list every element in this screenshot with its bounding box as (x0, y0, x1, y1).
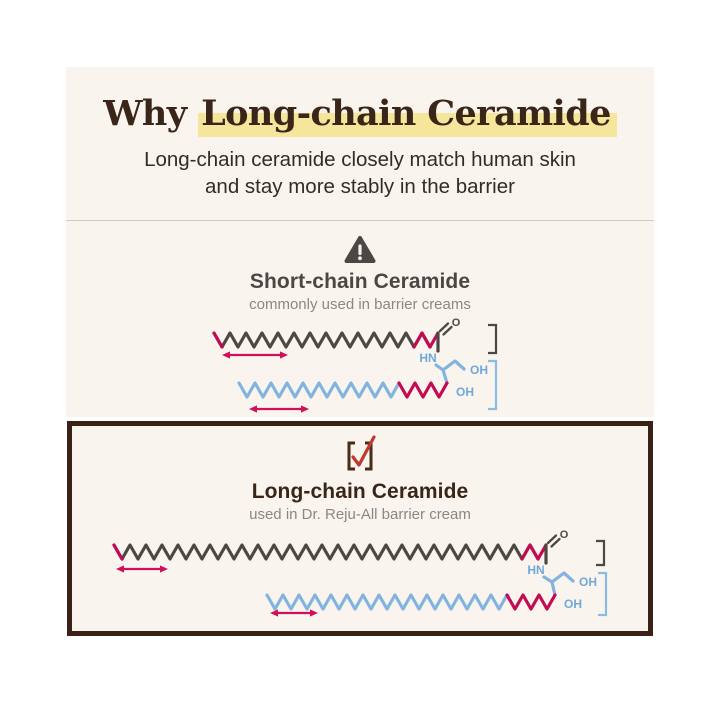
short-chain-structure-diagram: O HN OH OH (212, 317, 498, 413)
short-length-arrow-bottom (249, 405, 309, 413)
short-fatty-acid-chain (212, 331, 440, 349)
carbonyl-double-bond-1 (546, 534, 558, 544)
bracket-dark (488, 323, 498, 354)
short-fatty-chain-backbone (212, 331, 432, 349)
long-length-arrow-bottom (270, 609, 318, 617)
oxygen-label: O (560, 529, 569, 541)
long-fatty-chain-end-red (520, 543, 548, 561)
short-sphingoid-end-red (397, 381, 449, 399)
warning-triangle-icon (344, 235, 376, 263)
short-fatty-chain-end-red (412, 331, 440, 349)
section-divider (66, 219, 654, 221)
hydroxyl-label-2: OH (456, 385, 474, 399)
short-length-arrow-top (222, 351, 288, 359)
arrow-head-left (270, 609, 278, 617)
long-sphingoid-backbone (265, 593, 509, 611)
long-length-arrow-top (116, 565, 168, 573)
checkbox-bracket-left (347, 441, 355, 471)
arrow-head-right (310, 609, 318, 617)
long-chain-caption: used in Dr. Reju-All barrier cream (249, 505, 471, 523)
check-mark (351, 435, 376, 467)
short-amide-group: O HN (419, 317, 460, 365)
arrow-head-right (160, 565, 168, 573)
arrow-head-right (301, 405, 309, 413)
content-panel: Why Long-chain Ceramide Long-chain ceram… (66, 67, 654, 417)
c2-c3-bond (550, 580, 557, 597)
arrow-head-right (280, 351, 288, 359)
long-fatty-chain-start-red (112, 543, 124, 561)
short-head-group: OH OH (434, 359, 488, 399)
checked-box-icon (347, 435, 376, 471)
long-head-group: OH OH (542, 571, 597, 611)
carbonyl-double-bond-2 (550, 537, 561, 548)
amide-label: HN (419, 351, 436, 365)
bracket-blue (598, 571, 608, 616)
title-prefix: Why (103, 93, 199, 134)
short-chain-caption: commonly used in barrier creams (249, 295, 471, 313)
c2-hydroxymethyl-branch (550, 571, 575, 584)
arrow-head-left (222, 351, 230, 359)
subtitle-line-1: Long-chain ceramide closely match human … (144, 147, 576, 171)
subtitle-line-2: and stay more stably in the barrier (205, 174, 515, 198)
long-fatty-acid-chain (112, 543, 548, 561)
c2-c3-bond (441, 368, 449, 385)
short-sphingoid-chain (237, 381, 449, 399)
hydroxyl-label-1: OH (579, 575, 597, 589)
amide-label: HN (527, 563, 544, 577)
bracket-blue (488, 359, 498, 410)
long-chain-title: Long-chain Ceramide (251, 479, 469, 503)
carbonyl-double-bond-2 (442, 325, 453, 336)
arrow-head-left (116, 565, 124, 573)
long-amide-group: O HN (527, 529, 568, 577)
bracket-dark (596, 539, 606, 566)
carbonyl-double-bond-1 (438, 322, 450, 332)
c2-hydroxymethyl-branch (441, 359, 466, 372)
arrow-head-left (249, 405, 257, 413)
long-fatty-chain-backbone (112, 543, 540, 561)
long-chain-box: Long-chain Ceramide used in Dr. Reju-All… (67, 420, 653, 636)
short-sphingoid-backbone (237, 381, 401, 399)
page-subtitle: Long-chain ceramide closely match human … (66, 146, 654, 200)
long-sphingoid-chain (265, 593, 557, 611)
short-fatty-chain-start-red (212, 331, 224, 349)
hydroxyl-label-1: OH (470, 363, 488, 377)
title-highlight: Long-chain Ceramide (198, 93, 617, 137)
header: Why Long-chain Ceramide Long-chain ceram… (66, 67, 654, 220)
long-sphingoid-end-red (505, 593, 557, 611)
long-chain-structure-diagram: O HN OH OH (112, 529, 608, 617)
page-title: Why Long-chain Ceramide (66, 92, 654, 137)
short-chain-section: Short-chain Ceramide commonly used in ba… (66, 221, 654, 417)
short-chain-title: Short-chain Ceramide (249, 269, 471, 293)
oxygen-label: O (452, 317, 461, 329)
checkbox-bracket-right (365, 441, 373, 471)
warning-exclamation-dot (358, 256, 362, 261)
hydroxyl-label-2: OH (564, 597, 582, 611)
warning-icon-wrap (66, 234, 654, 264)
checked-box-icon-wrap (72, 432, 648, 474)
